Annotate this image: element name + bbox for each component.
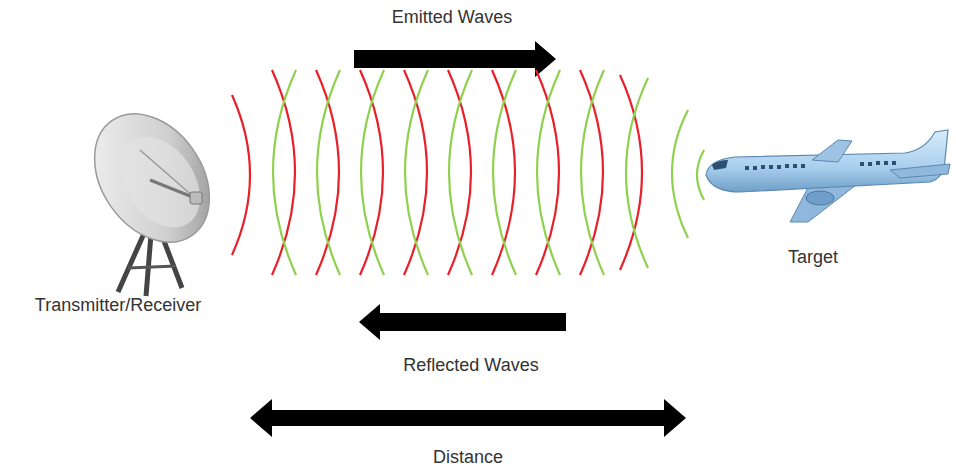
wave-fronts	[186, 70, 704, 275]
arrow-label: Reflected Waves	[403, 355, 538, 377]
dimension-label: Distance	[433, 447, 503, 469]
antenna-label: Transmitter/Receiver	[35, 295, 201, 317]
distance-arrow	[250, 399, 686, 437]
arrow-label: Emitted Waves	[392, 7, 512, 29]
radar-dish	[71, 92, 233, 296]
target-label: Target	[788, 247, 838, 269]
airplane	[706, 130, 950, 222]
reflected-arrow	[359, 304, 566, 340]
